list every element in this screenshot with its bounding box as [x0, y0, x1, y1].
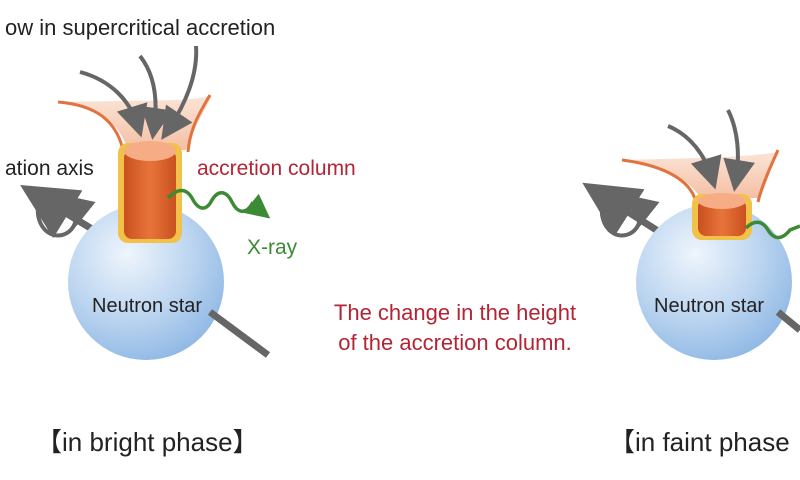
- accretion-column-faint: [698, 199, 746, 236]
- inflow-arrow-3-bright: [161, 45, 199, 140]
- accretion-column-top-bright: [124, 141, 176, 161]
- bright-phase-label: 【in bright phase】: [36, 427, 259, 457]
- rotation-axis-lower-bright: [207, 309, 271, 358]
- inflow-arrow-1-faint: [667, 124, 722, 190]
- xray-wave-icon-bright: [166, 188, 271, 219]
- rotation-axis-lower-faint: [775, 309, 800, 333]
- faint-phase-label: 【in faint phase: [609, 427, 790, 457]
- rotation-curl-icon-bright: [35, 188, 96, 238]
- inflow-arrow-2-bright: [138, 54, 173, 140]
- funnel-edge-right-faint: [756, 149, 780, 203]
- neutron-star-bright: [68, 204, 224, 360]
- neutron-star-faint: [636, 204, 792, 360]
- caption: The change in the height of the accretio…: [290, 298, 620, 358]
- faint-phase-diagram: [582, 109, 800, 360]
- bright-phase-diagram: [20, 45, 271, 360]
- rotation-axis-label: ation axis: [5, 157, 94, 180]
- funnel-edge-left-faint: [621, 158, 698, 203]
- inflow-title: ow in supercritical accretion: [5, 15, 276, 40]
- xray-label: X-ray: [247, 236, 298, 259]
- accretion-column-top-faint: [698, 193, 746, 209]
- accretion-column-label: accretion column: [197, 157, 356, 180]
- neutron-star-label-faint: Neutron star: [654, 295, 765, 317]
- xray-wave-icon-faint: [744, 220, 800, 240]
- accretion-column-bright: [124, 150, 176, 239]
- inflow-arrow-2-faint: [723, 109, 755, 192]
- accretion-funnel-faint: [622, 152, 778, 198]
- caption-line-1: The change in the height: [333, 300, 577, 325]
- inflow-arrow-1-bright: [79, 70, 148, 138]
- rotation-curl-icon-faint: [599, 188, 660, 238]
- funnel-edge-right-bright: [186, 94, 212, 153]
- caption-line-2: of the accretion column.: [338, 330, 572, 355]
- funnel-edge-left-bright: [57, 100, 126, 156]
- neutron-star-label-bright: Neutron star: [92, 295, 203, 317]
